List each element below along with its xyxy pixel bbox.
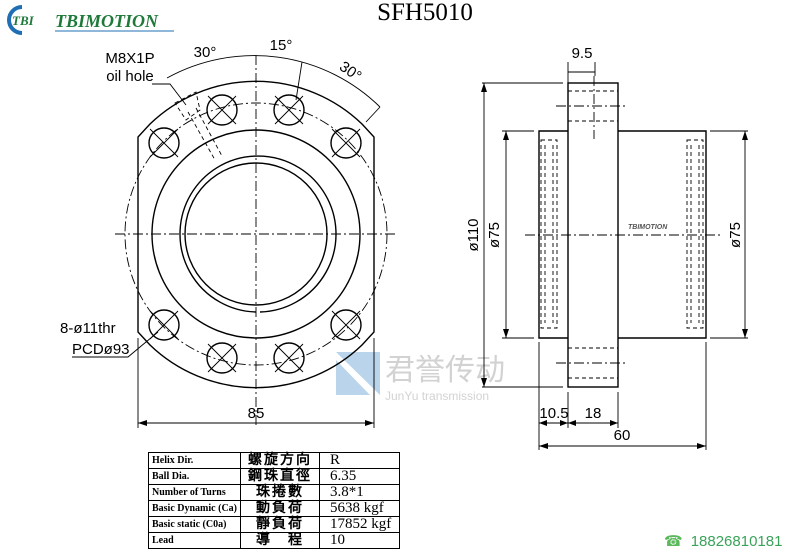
total-length: 60 (614, 427, 631, 444)
dim-flange: 18 (585, 405, 602, 422)
width-dim: 85 (248, 405, 265, 422)
bolt-hole (206, 342, 238, 374)
phone-number: 18826810181 (690, 533, 783, 550)
angle-tick (295, 61, 303, 101)
ball-track (540, 139, 704, 329)
oil-hole-label-1: M8X1P (105, 50, 154, 67)
spec-value: R (319, 452, 400, 469)
side-stamp: TBIMOTION (628, 224, 668, 231)
watermark-en: JunYu transmission (385, 389, 489, 403)
spec-label-cn: 動負荷 (240, 500, 320, 517)
oil-hole (174, 91, 223, 161)
body-dia-left: ø75 (486, 222, 503, 248)
spec-label-en: Basic Dynamic (Ca) (148, 500, 241, 517)
dim-left: 10.5 (539, 405, 568, 422)
holes-label-2: PCDø93 (72, 341, 130, 358)
spec-label-en: Number of Turns (148, 484, 241, 501)
telephone-icon: ☎ (664, 533, 683, 550)
spec-label-en: Ball Dia. (148, 468, 241, 485)
spec-label-cn: 螺旋方向 (240, 452, 320, 469)
flange-outline (137, 80, 375, 389)
bolt-hole (330, 309, 362, 341)
side-view: TBIMOTION 9.5 ø110 ø75 ø75 10.5 18 60 (465, 45, 748, 450)
bolt-hole (206, 94, 238, 126)
drawing-title: SFH5010 (377, 0, 473, 26)
spec-value: 6.35 (319, 468, 400, 485)
spec-value: 5638 kgf (319, 500, 400, 517)
watermark-logo-icon (336, 352, 380, 395)
oil-hole-leader (152, 83, 187, 106)
angle-label-2: 15° (270, 37, 293, 54)
bolt-hole (273, 94, 305, 126)
logo-ring-icon (7, 5, 23, 35)
watermark: 君誉传动 JunYu transmission (336, 352, 505, 403)
spec-label-en: Basic static (C0a) (148, 516, 241, 533)
holes-leader (72, 331, 159, 358)
angle-label-3: 30° (336, 58, 364, 85)
tbi-logo: TBI TBIMOTION (7, 5, 174, 35)
logo-badge: TBI (12, 13, 35, 28)
angle-dim-arc (166, 55, 381, 108)
spec-label-en: Lead (148, 532, 241, 549)
body-outline (538, 130, 707, 339)
spec-label-en: Helix Dir. (148, 452, 241, 469)
bolt-hole (148, 309, 180, 341)
contact-phone: ☎ 18826810181 (664, 532, 782, 550)
bolt-holes (148, 94, 362, 374)
spec-label-cn: 導 程 (240, 532, 320, 549)
spec-label-cn: 鋼珠直徑 (240, 468, 320, 485)
holes-label-1: 8-ø11thr (60, 320, 116, 337)
spec-value: 17852 kgf (319, 516, 400, 533)
watermark-cn: 君誉传动 (385, 354, 505, 387)
oil-hole-label-2: oil hole (106, 68, 154, 85)
spec-label-cn: 靜負荷 (240, 516, 320, 533)
angle-label-1: 30° (194, 44, 217, 61)
bolt-hole (330, 127, 362, 159)
spec-value: 10 (319, 532, 400, 549)
flange-dim: 9.5 (572, 45, 593, 62)
bolt-hole (273, 342, 305, 374)
front-view: 30° 15° 30° M8X1P oil hole 8-ø11thr PCDø… (60, 37, 397, 428)
body-dia-right: ø75 (727, 222, 744, 248)
spec-label-cn: 珠捲數 (240, 484, 320, 501)
thread-arc (179, 155, 337, 313)
bolt-hole (148, 127, 180, 159)
spec-value: 3.8*1 (319, 484, 400, 501)
logo-brand: TBIMOTION (55, 11, 159, 31)
flange-dia: ø110 (465, 218, 482, 251)
